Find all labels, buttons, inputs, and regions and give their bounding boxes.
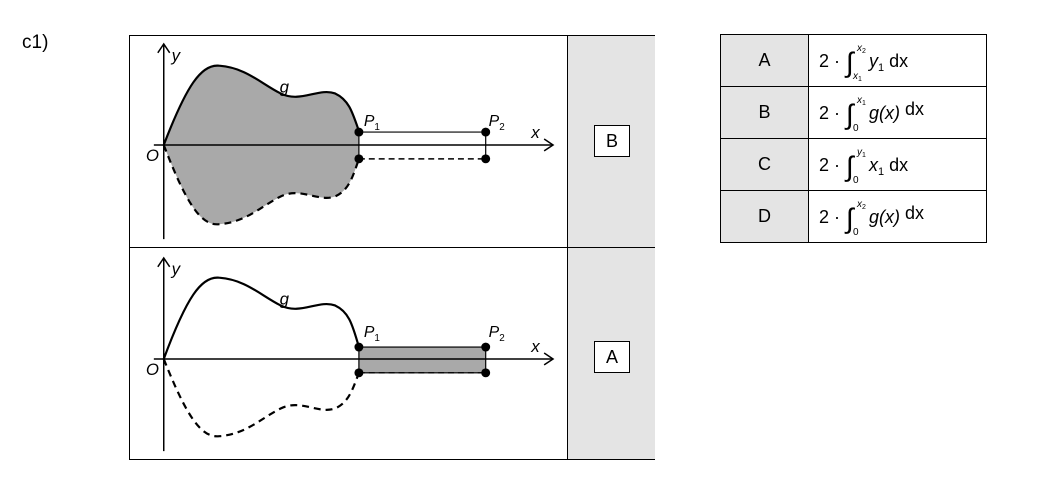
y-axis-label: y [171, 46, 182, 65]
formula-factor: 2 · [819, 103, 840, 123]
formula: 2 · ∫ x2 x1 y1 dx [819, 43, 908, 81]
answer-cell-2: A [567, 248, 655, 459]
curve-label-g: g [280, 77, 290, 96]
option-row-a: A 2 · ∫ x2 x1 y1 dx [720, 34, 987, 87]
integral-sign-icon: ∫ [844, 203, 856, 234]
options-table: A 2 · ∫ x2 x1 y1 dx B 2 · ∫ x1 0 g(x) dx… [720, 34, 987, 243]
p2-label: P2 [489, 324, 505, 344]
x-axis-label: x [530, 123, 540, 142]
answer-box-2[interactable]: A [594, 341, 630, 373]
formula-factor: 2 · [819, 155, 840, 175]
upper-limit: x2 [856, 43, 866, 55]
origin-label: O [146, 360, 159, 379]
assignment-panel-1: y x O g P1 P2 B [129, 35, 655, 248]
integral-sign-icon: ∫ [844, 47, 856, 78]
point-p2 [481, 127, 491, 137]
option-expression: 2 · ∫ x1 0 g(x) dx [808, 86, 987, 139]
p2-label: P2 [489, 113, 505, 133]
option-expression: 2 · ∫ x2 x1 y1 dx [808, 34, 987, 87]
point-p1-mirrored [354, 368, 364, 378]
assignment-panel-2: y x O g P1 P2 A [129, 247, 655, 460]
lower-limit: 0 [853, 227, 859, 237]
integrand: g(x) dx [869, 99, 924, 123]
answer-box-1[interactable]: B [594, 125, 630, 157]
integrand: x1 dx [868, 155, 908, 178]
upper-limit: x2 [856, 199, 866, 211]
point-p1 [354, 127, 364, 137]
curve-g [162, 64, 360, 146]
y-axis-arrow [157, 256, 171, 268]
shaded-rectangle [358, 346, 487, 374]
integrand: g(x) dx [869, 203, 924, 227]
point-p1-mirrored [354, 154, 364, 164]
p1-label: P1 [364, 113, 381, 133]
graph-2: y x O g P1 P2 [146, 256, 555, 452]
option-expression: 2 · ∫ y1 0 x1 dx [808, 138, 987, 191]
x-axis-arrow [543, 138, 555, 152]
p1-label: P1 [364, 324, 381, 344]
curve-g-mirrored [162, 358, 360, 438]
lower-limit: 0 [853, 123, 859, 133]
y-axis-label: y [171, 260, 182, 279]
option-letter: B [720, 86, 809, 139]
option-row-d: D 2 · ∫ x2 0 g(x) dx [720, 190, 987, 243]
formula-factor: 2 · [819, 207, 840, 227]
point-p2-mirrored [481, 368, 491, 378]
lower-limit: x1 [852, 71, 862, 81]
x-axis-arrow [543, 352, 555, 366]
option-letter: A [720, 34, 809, 87]
formula: 2 · ∫ x2 0 g(x) dx [819, 199, 924, 237]
integrand: y1 dx [867, 51, 908, 74]
task-label: c1) [22, 32, 49, 53]
lower-limit: 0 [853, 175, 859, 185]
graph-1: y x O g P1 P2 [146, 42, 555, 240]
y-axis-arrow [157, 42, 171, 54]
curve-label-g: g [280, 289, 290, 308]
formula-factor: 2 · [819, 51, 840, 71]
upper-limit: x1 [856, 95, 866, 107]
curve-g-mirrored [162, 144, 360, 226]
upper-limit: y1 [856, 147, 866, 159]
option-letter: C [720, 138, 809, 191]
formula: 2 · ∫ x1 0 g(x) dx [819, 95, 924, 133]
origin-label: O [146, 146, 159, 165]
curve-g [162, 276, 360, 360]
point-p1 [354, 342, 364, 352]
integral-sign-icon: ∫ [844, 99, 856, 130]
option-row-b: B 2 · ∫ x1 0 g(x) dx [720, 86, 987, 139]
answer-cell-1: B [567, 36, 655, 247]
point-p2-mirrored [481, 154, 491, 164]
option-letter: D [720, 190, 809, 243]
x-axis-label: x [530, 337, 540, 356]
integral-sign-icon: ∫ [844, 151, 856, 182]
option-row-c: C 2 · ∫ y1 0 x1 dx [720, 138, 987, 191]
formula: 2 · ∫ y1 0 x1 dx [819, 147, 908, 185]
point-p2 [481, 342, 491, 352]
option-expression: 2 · ∫ x2 0 g(x) dx [808, 190, 987, 243]
